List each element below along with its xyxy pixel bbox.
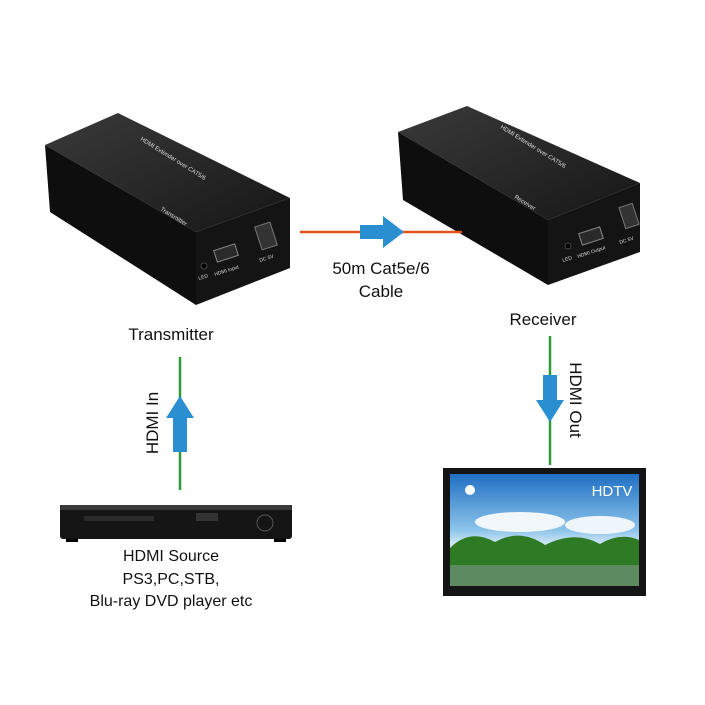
receiver-device: HDMI Extender over CAT5/6 Receiver LED H… [398,106,640,285]
source-line2: PS3,PC,STB, [123,571,220,588]
hdmi-output-port [578,226,604,246]
hdmi-input-port [213,243,239,263]
down-arrow-icon [536,375,564,422]
transmitter-label: Transmitter [128,325,214,344]
led-indicator [564,242,572,250]
source-line1: HDMI Source [123,548,219,565]
receiver-label: Receiver [509,310,576,329]
cable-arrow-icon [360,216,404,248]
power-label: DC 5V [619,235,635,245]
dc-power-jack [254,221,278,251]
power-label: DC 5V [259,253,275,263]
hdmi-in-label: HDMI In [143,392,162,454]
cable-label-line1: 50m Cat5e/6 [332,259,429,278]
transmitter-device: HDMI Extender over CAT5/6 Transmitter LE… [45,113,290,305]
hdtv: HDTV [443,468,646,596]
up-arrow-icon [166,396,194,452]
hdmi-out-label: HDMI Out [566,362,585,438]
led-label: LED [562,255,573,264]
tv-label: HDTV [592,483,633,500]
cable-label-line2: Cable [359,282,403,301]
bluray-player [60,505,292,542]
led-label: LED [198,273,209,282]
led-indicator [200,262,208,270]
source-line3: Blu-ray DVD player etc [90,593,253,610]
dc-power-jack [618,202,640,230]
